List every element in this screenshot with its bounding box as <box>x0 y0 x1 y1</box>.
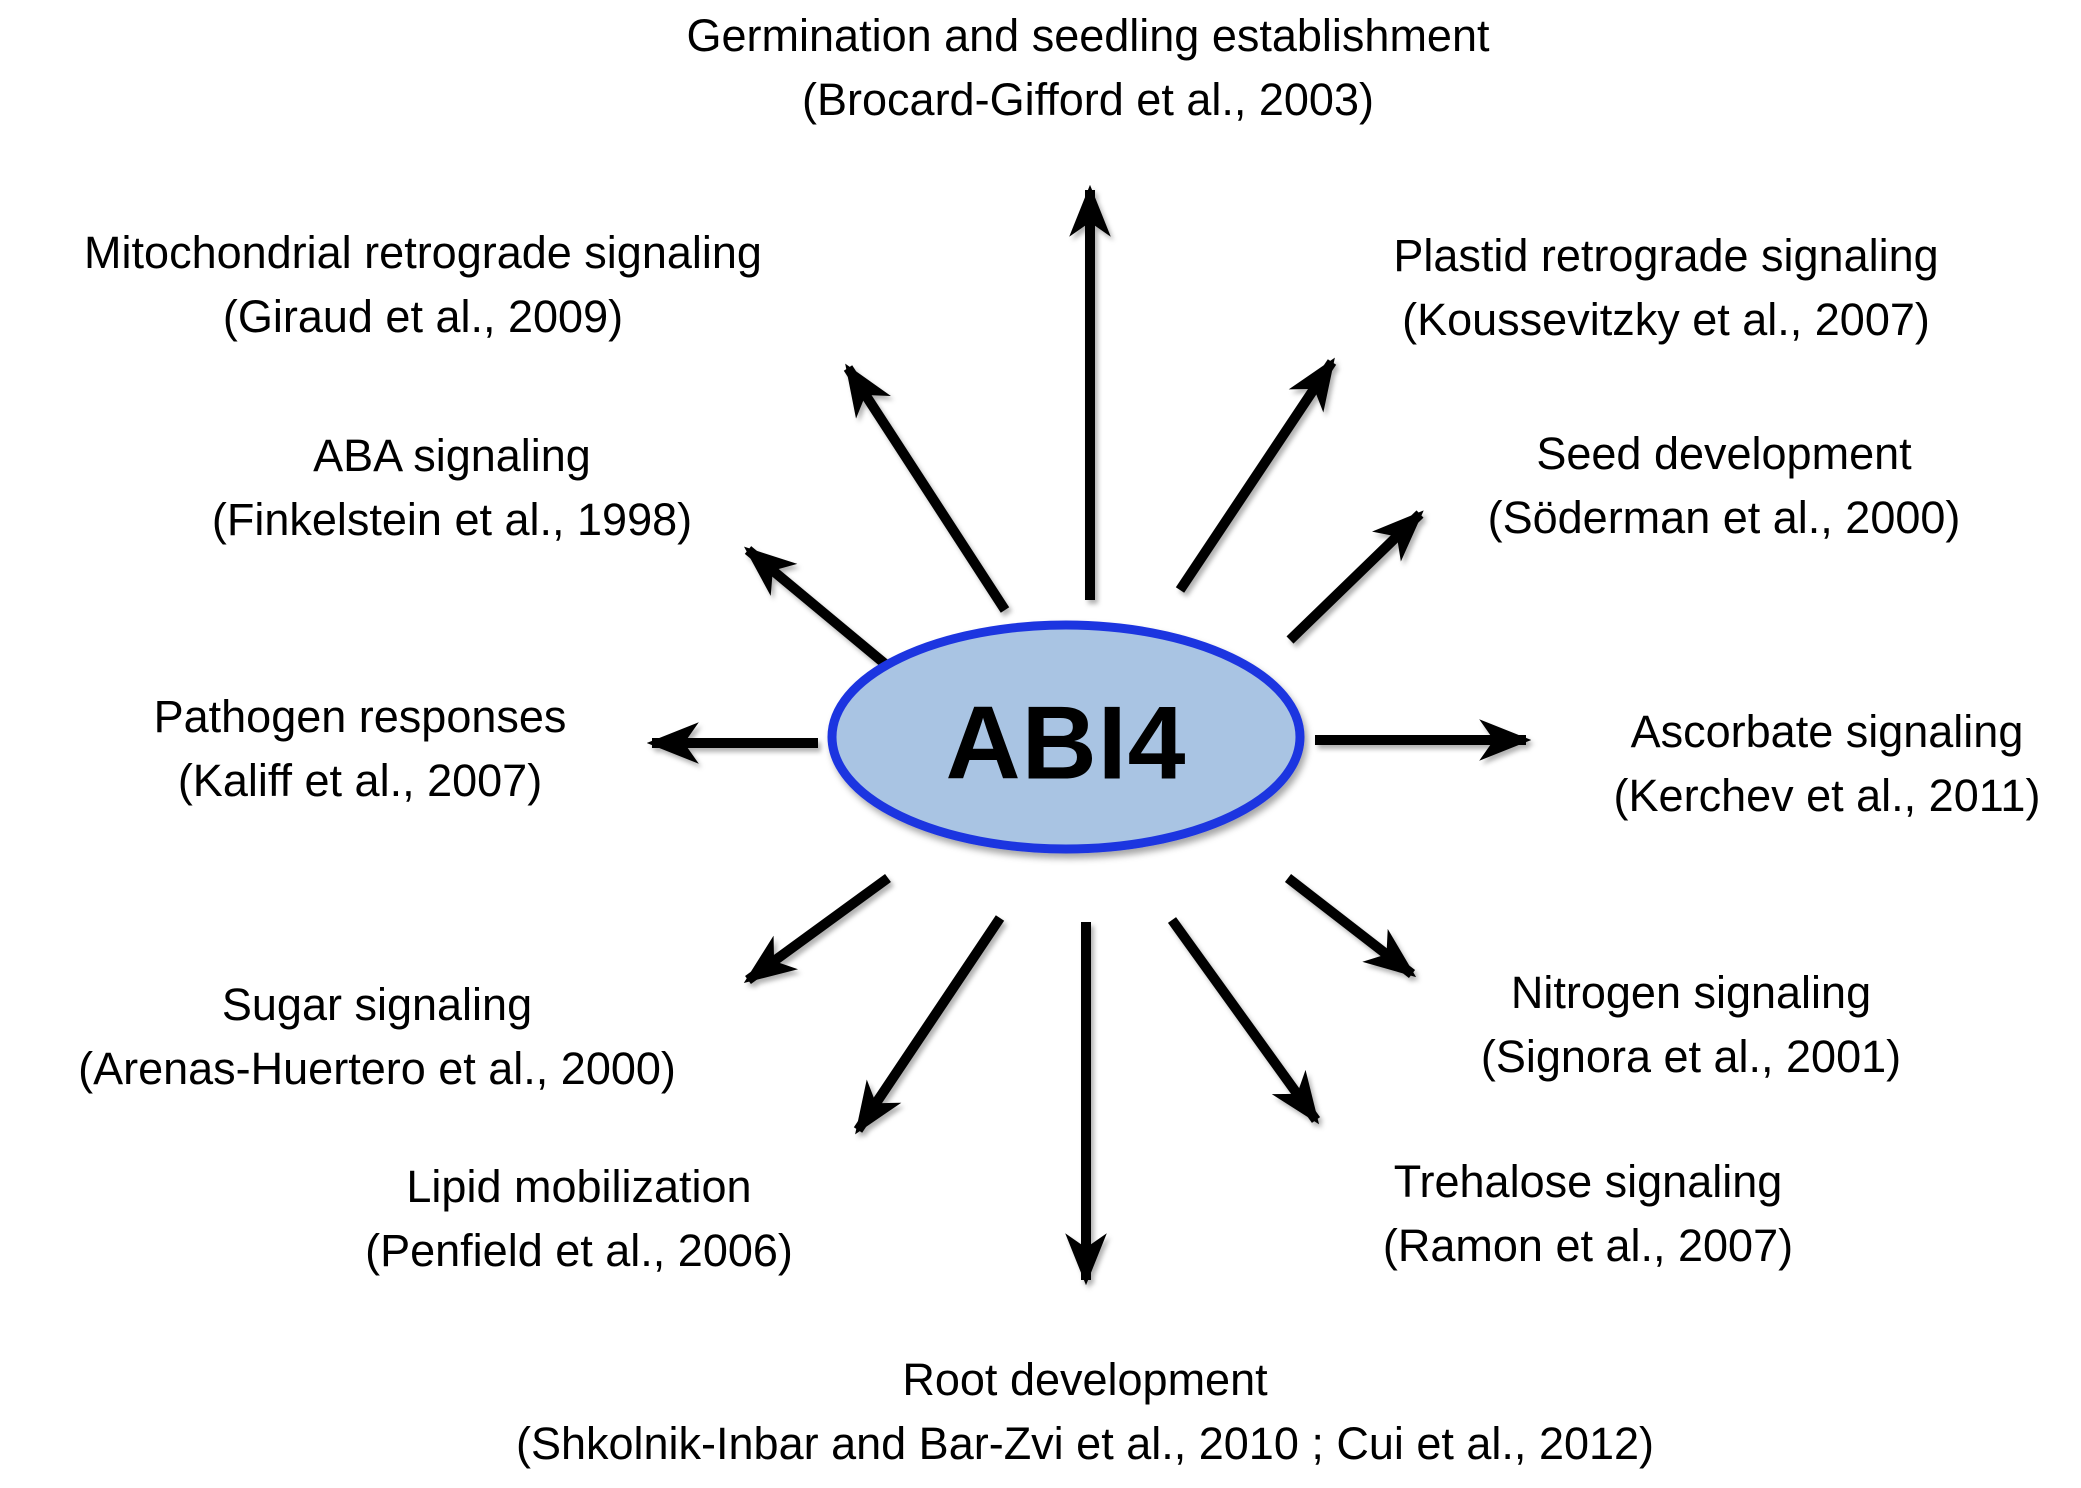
node-mitochondrial: Mitochondrial retrograde signaling (Gira… <box>84 221 762 349</box>
node-citation: (Ramon et al., 2007) <box>1382 1220 1794 1271</box>
node-citation: (Signora et al., 2001) <box>1480 1031 1902 1082</box>
node-title: Mitochondrial retrograde signaling <box>84 227 762 279</box>
node-nitrogen: Nitrogen signaling (Signora et al., 2001… <box>1481 961 1901 1089</box>
node-ascorbate: Ascorbate signaling (Kerchev et al., 201… <box>1614 700 2041 828</box>
arrow-seed <box>1286 510 1424 644</box>
node-title: Trehalose signaling <box>1393 1156 1783 1208</box>
node-citation: (Koussevitzky et al., 2007) <box>1402 294 1930 345</box>
node-title: Pathogen responses <box>153 691 567 743</box>
arrow-sugar <box>743 873 891 985</box>
node-lipid: Lipid mobilization (Penfield et al., 200… <box>365 1155 793 1283</box>
node-plastid: Plastid retrograde signaling (Koussevitz… <box>1393 224 1938 352</box>
node-citation: (Penfield et al., 2006) <box>365 1225 793 1276</box>
node-title: Ascorbate signaling <box>1630 706 2024 758</box>
node-trehalose: Trehalose signaling (Ramon et al., 2007) <box>1383 1150 1793 1278</box>
arrow-plastid <box>1175 357 1337 593</box>
arrow-trehalose <box>1167 917 1321 1125</box>
node-citation: (Brocard-Gifford et al., 2003) <box>802 74 1374 125</box>
node-citation: (Giraud et al., 2009) <box>222 291 624 342</box>
node-title: Nitrogen signaling <box>1510 967 1872 1019</box>
node-root: Root development (Shkolnik-Inbar and Bar… <box>516 1348 1654 1476</box>
node-aba: ABA signaling (Finkelstein et al., 1998) <box>212 424 692 552</box>
node-title: Lipid mobilization <box>406 1161 752 1213</box>
arrow-group <box>646 184 1532 1286</box>
arrow-lipid <box>853 915 1005 1135</box>
node-citation: (Kaliff et al., 2007) <box>177 755 543 806</box>
node-seed: Seed development (Söderman et al., 2000) <box>1488 422 1961 550</box>
node-title: ABA signaling <box>313 430 591 482</box>
node-title: Sugar signaling <box>221 979 533 1031</box>
node-title: Germination and seedling establishment <box>686 10 1490 62</box>
node-citation: (Shkolnik-Inbar and Bar-Zvi et al., 2010… <box>515 1418 1655 1469</box>
node-citation: (Söderman et al., 2000) <box>1487 492 1961 543</box>
node-title: Seed development <box>1536 428 1912 480</box>
node-title: Plastid retrograde signaling <box>1393 230 1939 282</box>
node-citation: (Kerchev et al., 2011) <box>1613 770 2041 821</box>
node-germination: Germination and seedling establishment (… <box>687 4 1490 132</box>
abi4-center-label: ABI4 <box>945 685 1187 802</box>
node-citation: (Finkelstein et al., 1998) <box>211 494 693 545</box>
arrow-aba <box>744 546 894 672</box>
arrow-mitochondrial <box>843 363 1010 613</box>
abi4-ellipse <box>827 620 1305 854</box>
node-title: Root development <box>902 1354 1268 1406</box>
arrow-nitrogen <box>1284 874 1417 978</box>
node-sugar: Sugar signaling (Arenas-Huertero et al.,… <box>78 973 676 1101</box>
node-citation: (Arenas-Huertero et al., 2000) <box>78 1043 676 1094</box>
node-pathogen: Pathogen responses (Kaliff et al., 2007) <box>154 685 567 813</box>
